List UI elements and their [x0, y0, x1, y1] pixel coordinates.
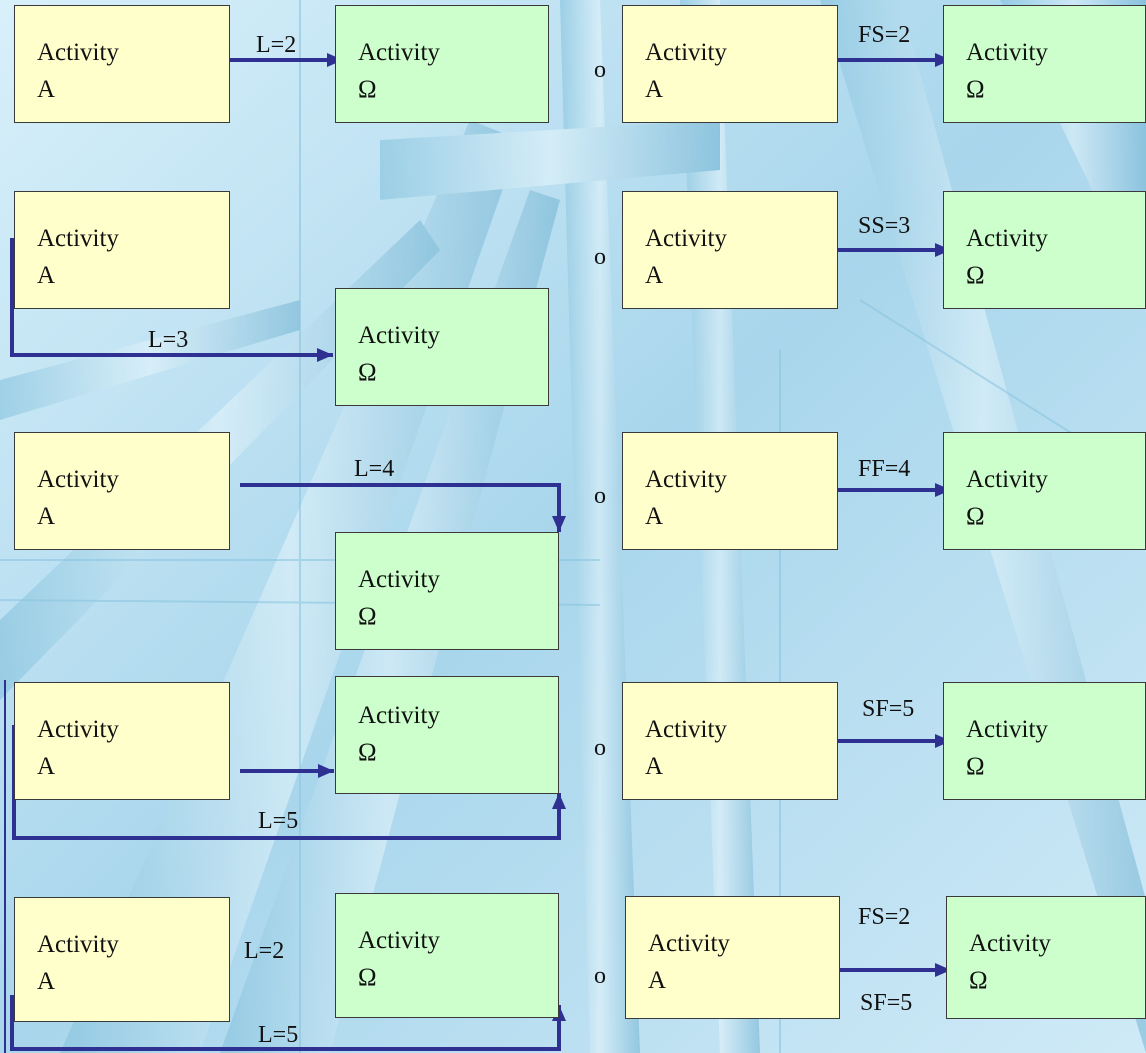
activity-a-box-r5-right: Activity A: [625, 896, 840, 1019]
activity-a-box-r5-left: Activity A: [14, 897, 230, 1022]
activity-a-letter: A: [645, 753, 664, 780]
activity-a-title: Activity: [37, 39, 119, 66]
activity-a-box-r1-right: Activity A: [622, 5, 838, 123]
activity-omega-title: Activity: [358, 322, 440, 349]
lag-label-r5-b: L=5: [258, 1022, 299, 1048]
relation-label-r1: FS=2: [858, 22, 911, 48]
activity-omega-title: Activity: [966, 716, 1048, 743]
activity-omega-box-r3-right: Activity Ω: [943, 432, 1146, 550]
activity-omega-box-r2-left: Activity Ω: [335, 288, 549, 406]
lag-label-r5-a: L=2: [244, 938, 285, 964]
activity-a-title: Activity: [645, 466, 727, 493]
lag-label-r1: L=2: [256, 32, 297, 58]
activity-omega-box-r1-right: Activity Ω: [943, 5, 1146, 123]
activity-a-letter: A: [648, 967, 667, 994]
activity-a-title: Activity: [37, 931, 119, 958]
activity-a-letter: A: [37, 503, 56, 530]
activity-omega-title: Activity: [966, 466, 1048, 493]
relation-label-r2: SS=3: [858, 213, 911, 239]
or-label-r4: o: [594, 735, 606, 761]
activity-omega-title: Activity: [358, 702, 440, 729]
lag-arrow-r3: [240, 483, 566, 532]
activity-omega-title: Activity: [966, 225, 1048, 252]
activity-a-box-r2-left: Activity A: [14, 191, 230, 309]
activity-a-box-r1-left: Activity A: [14, 5, 230, 123]
activity-a-title: Activity: [645, 39, 727, 66]
activity-a-title: Activity: [645, 716, 727, 743]
lag-arrow-r2: [10, 238, 333, 362]
lag-arrow-r5-b: [10, 995, 566, 1051]
activity-omega-box-r5-right: Activity Ω: [946, 896, 1146, 1019]
activity-a-letter: A: [37, 968, 56, 995]
lag-label-r2: L=3: [148, 327, 189, 353]
activity-omega-box-r2-right: Activity Ω: [943, 191, 1146, 309]
activity-a-box-r4-right: Activity A: [622, 682, 838, 800]
relation-label-r5-b: SF=5: [860, 990, 913, 1016]
activity-omega-letter: Ω: [966, 753, 985, 780]
activity-a-box-r2-right: Activity A: [622, 191, 838, 309]
activity-omega-box-r5-left: Activity Ω: [335, 893, 559, 1018]
activity-omega-letter: Ω: [966, 262, 985, 289]
activity-omega-title: Activity: [966, 39, 1048, 66]
activity-a-box-r3-right: Activity A: [622, 432, 838, 550]
activity-a-box-r4-left: Activity A: [14, 682, 230, 800]
activity-a-letter: A: [37, 262, 56, 289]
activity-a-title: Activity: [37, 716, 119, 743]
activity-a-box-r3-left: Activity A: [14, 432, 230, 550]
activity-omega-letter: Ω: [358, 739, 377, 766]
lag-label-r3: L=4: [354, 456, 395, 482]
relation-label-r4: SF=5: [862, 696, 915, 722]
activity-a-letter: A: [645, 262, 664, 289]
activity-a-title: Activity: [645, 225, 727, 252]
activity-a-title: Activity: [37, 225, 119, 252]
relation-label-r5-a: FS=2: [858, 904, 911, 930]
activity-omega-title: Activity: [358, 39, 440, 66]
activity-omega-letter: Ω: [966, 76, 985, 103]
activity-a-letter: A: [37, 76, 56, 103]
activity-omega-title: Activity: [969, 930, 1051, 957]
lag-label-r4: L=5: [258, 808, 299, 834]
activity-omega-letter: Ω: [358, 603, 377, 630]
activity-omega-box-r3-left: Activity Ω: [335, 532, 559, 650]
activity-omega-letter: Ω: [969, 967, 988, 994]
or-label-r2: o: [594, 244, 606, 270]
activity-a-letter: A: [645, 503, 664, 530]
activity-omega-letter: Ω: [358, 76, 377, 103]
activity-a-title: Activity: [648, 930, 730, 957]
or-label-r3: o: [594, 483, 606, 509]
activity-omega-letter: Ω: [358, 964, 377, 991]
activity-omega-box-r4-left: Activity Ω: [335, 676, 559, 794]
activity-a-letter: A: [645, 76, 664, 103]
activity-omega-title: Activity: [358, 927, 440, 954]
activity-omega-letter: Ω: [966, 503, 985, 530]
or-label-r1: o: [594, 57, 606, 83]
or-label-r5: o: [594, 963, 606, 989]
activity-a-letter: A: [37, 753, 56, 780]
activity-omega-box-r4-right: Activity Ω: [943, 682, 1146, 800]
activity-omega-letter: Ω: [358, 359, 377, 386]
relation-label-r3: FF=4: [858, 456, 911, 482]
activity-omega-title: Activity: [358, 566, 440, 593]
activity-omega-box-r1-left: Activity Ω: [335, 5, 549, 123]
activity-a-title: Activity: [37, 466, 119, 493]
